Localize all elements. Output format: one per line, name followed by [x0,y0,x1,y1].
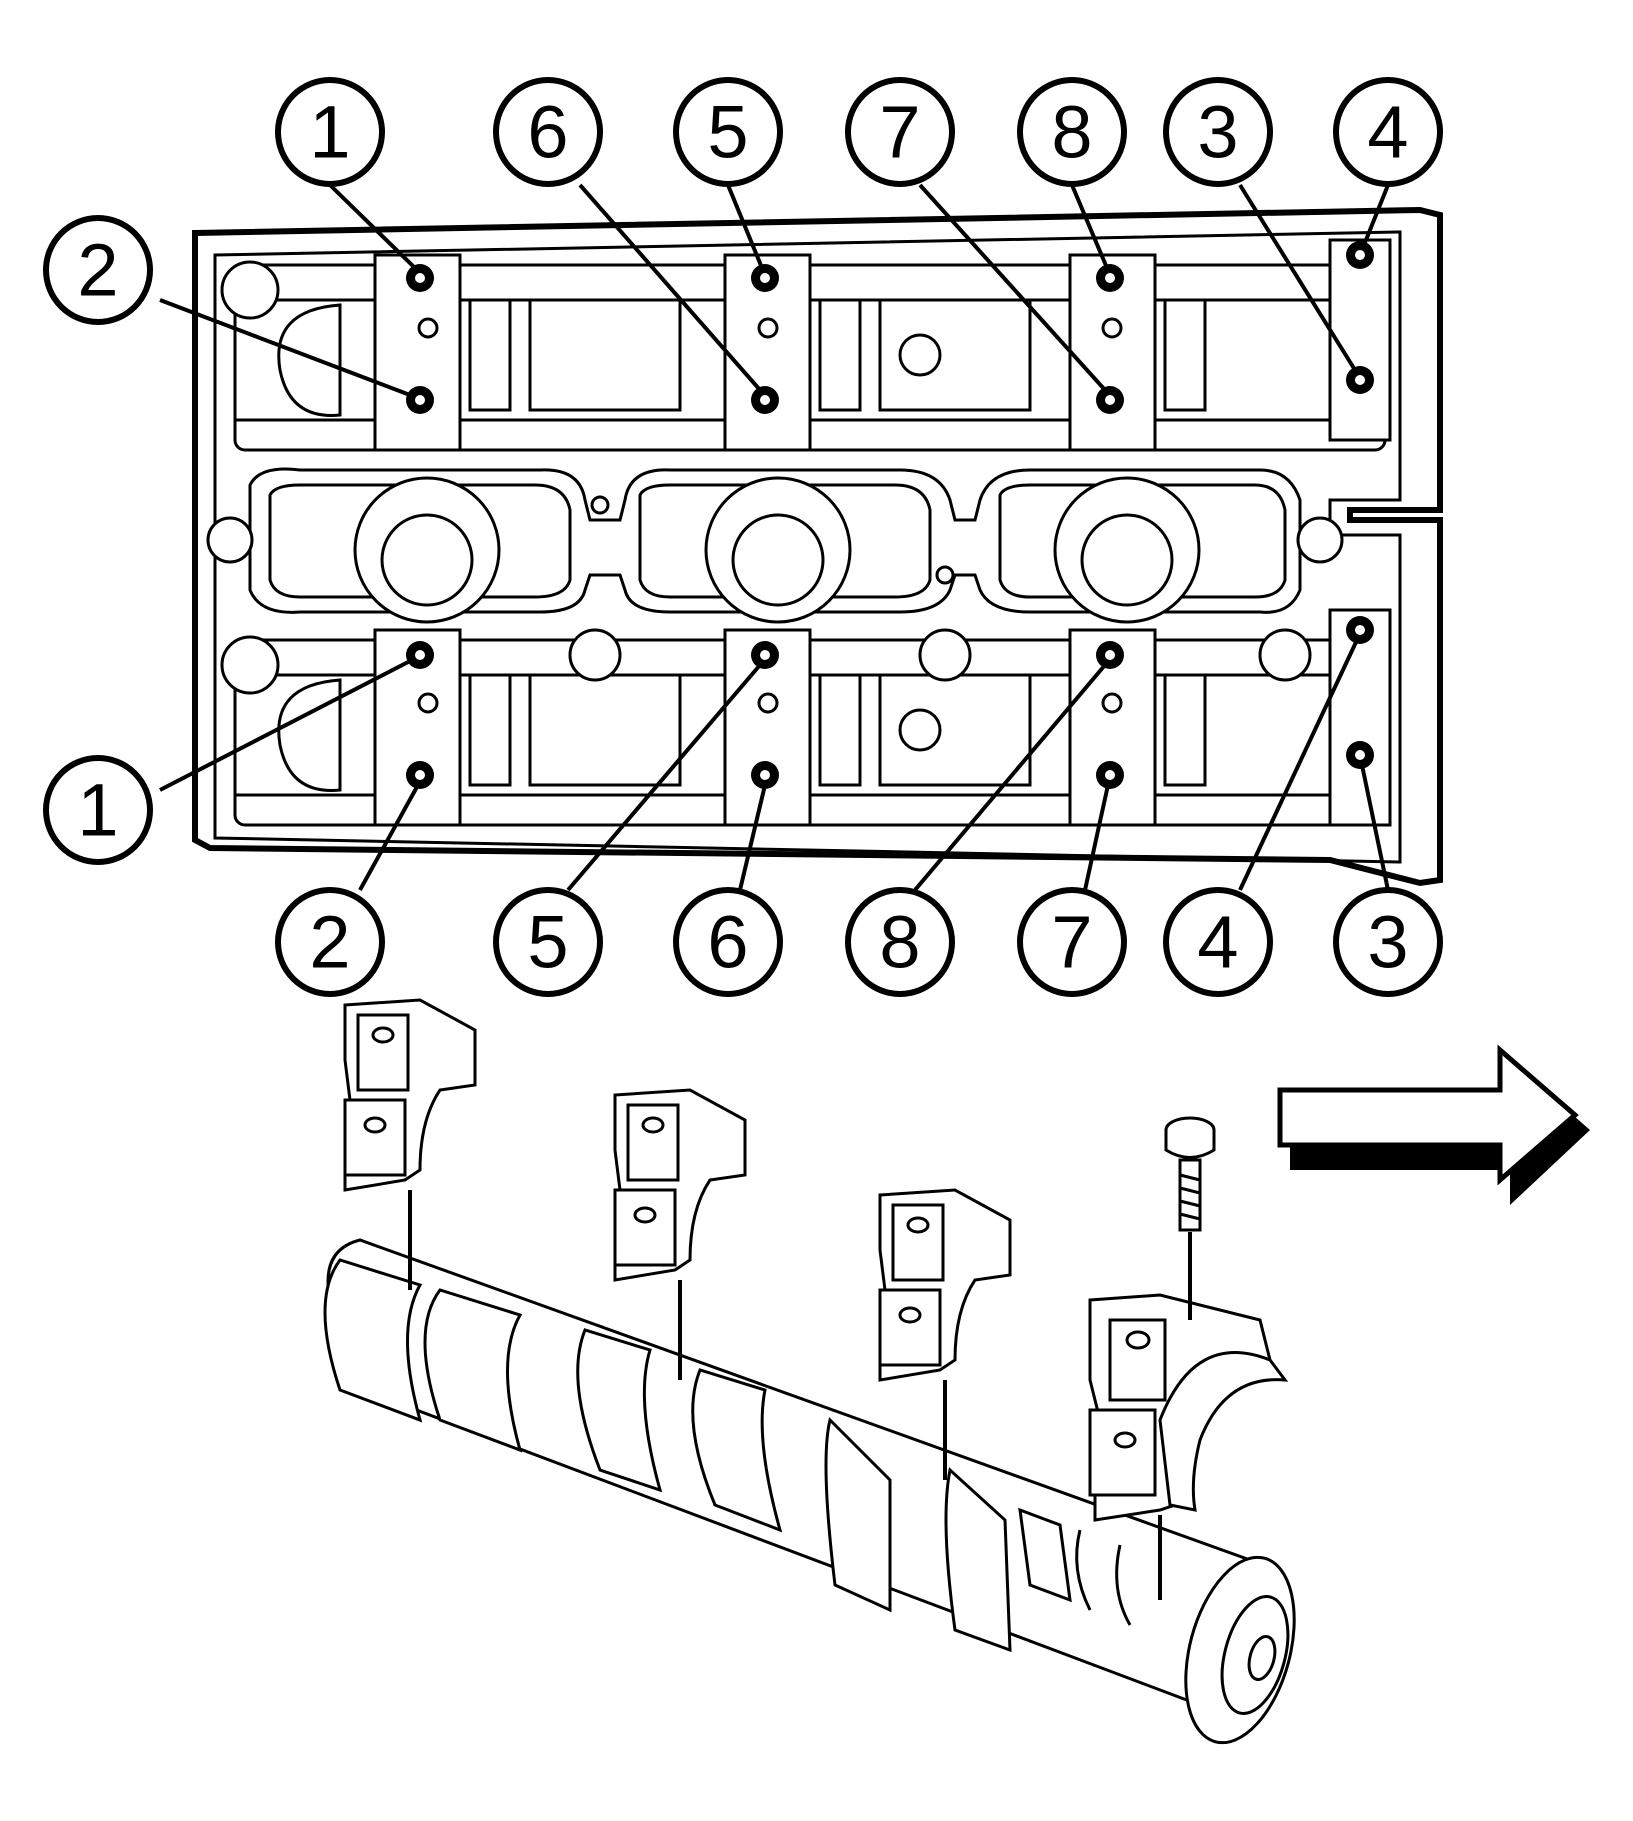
svg-text:5: 5 [707,91,748,174]
svg-text:7: 7 [1051,901,1092,984]
svg-text:4: 4 [1197,901,1238,984]
bolt [1346,366,1374,394]
callout-bottom-5: 7 [1017,887,1127,997]
bolt [406,641,434,669]
svg-text:7: 7 [879,91,920,174]
bottom-row-callouts: 2 5 6 8 7 4 3 [275,887,1443,997]
svg-text:1: 1 [77,769,118,852]
upper-camshaft-area [220,238,1392,452]
cylinder-head [192,206,1443,887]
callout-bottom-7: 3 [1333,887,1443,997]
callout-top-5: 8 [1017,77,1127,187]
callout-top-6: 3 [1163,77,1273,187]
callout-top-3: 5 [673,77,783,187]
callout-left-upper: 2 [43,215,153,325]
right-arrow-icon [1277,1044,1590,1205]
callout-bottom-3: 6 [673,887,783,997]
bearing-cap [1088,1293,1289,1600]
svg-text:5: 5 [527,901,568,984]
svg-text:3: 3 [1367,901,1408,984]
bolt [1164,1116,1216,1320]
leader-lines [159,183,1390,892]
callout-top-1: 1 [275,77,385,187]
callout-left-lower: 1 [43,755,153,865]
bolt [1346,616,1374,644]
bolt [406,386,434,414]
bolt [751,264,779,292]
camshaft [323,1238,1296,1745]
callout-bottom-2: 5 [493,887,603,997]
svg-text:2: 2 [309,901,350,984]
left-callouts: 2 1 [43,215,153,865]
top-row-callouts: 1 6 5 7 8 3 4 [275,77,1443,187]
bolt [406,264,434,292]
bolt [1096,264,1124,292]
bolt [1096,641,1124,669]
lower-camshaft-area [220,608,1392,827]
camshaft-exploded-view [323,998,1296,1745]
callout-top-4: 7 [845,77,955,187]
svg-text:8: 8 [879,901,920,984]
svg-text:6: 6 [527,91,568,174]
bearing-cap [343,998,477,1290]
callout-top-2: 6 [493,77,603,187]
bolt [751,386,779,414]
bolt [406,761,434,789]
bolt [1346,241,1374,269]
svg-text:1: 1 [309,91,350,174]
bolt [751,761,779,789]
bearing-cap [878,1188,1012,1480]
svg-text:8: 8 [1051,91,1092,174]
callout-bottom-6: 4 [1163,887,1273,997]
svg-text:6: 6 [707,901,748,984]
bolt [1096,761,1124,789]
callout-bottom-4: 8 [845,887,955,997]
callout-bottom-1: 2 [275,887,385,997]
bearing-cap [613,1088,747,1380]
bolt [1346,741,1374,769]
bolt [751,641,779,669]
callout-top-7: 4 [1333,77,1443,187]
svg-text:4: 4 [1367,91,1408,174]
bearing-cap-bolts [406,241,1374,789]
svg-text:2: 2 [77,229,118,312]
spark-plug-gallery [206,467,1344,624]
svg-text:3: 3 [1197,91,1238,174]
bolt [1096,386,1124,414]
